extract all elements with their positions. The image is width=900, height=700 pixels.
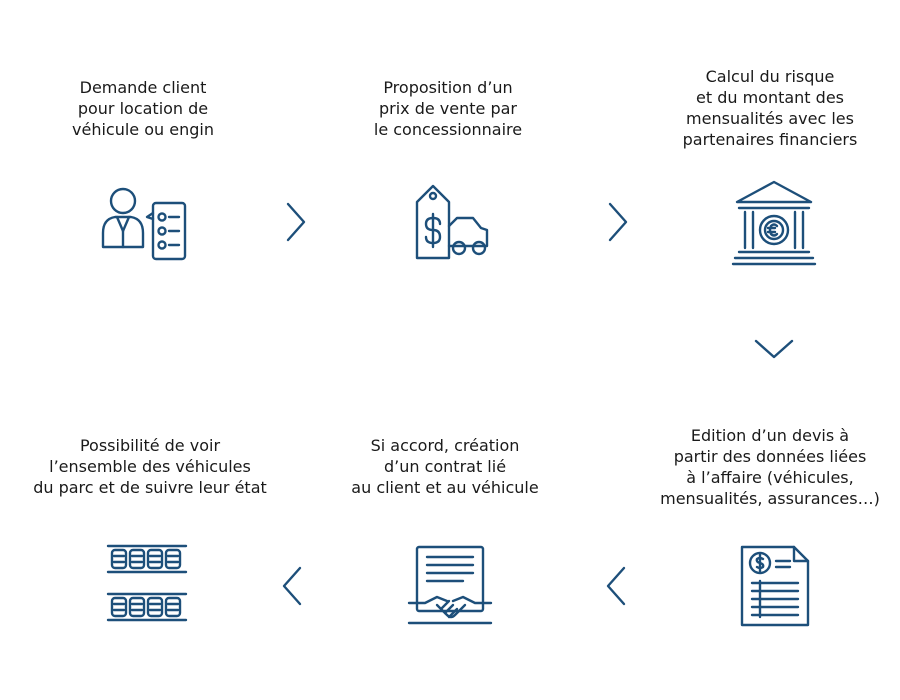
step-5-line-1: Si accord, création bbox=[370, 436, 520, 455]
step-6-line-1: Possibilité de voir bbox=[79, 436, 221, 455]
chevron-right-icon bbox=[286, 202, 306, 242]
step-5-line-2: d’un contrat lié bbox=[383, 457, 507, 476]
step-3-line-1: Calcul du risque bbox=[705, 67, 835, 86]
step-2-line-2: prix de vente par bbox=[378, 99, 517, 118]
bank-euro-icon bbox=[731, 180, 817, 266]
chevron-left-icon bbox=[282, 566, 302, 606]
step-3-text: Calcul du risque et du montant des mensu… bbox=[660, 66, 880, 150]
fleet-row-top bbox=[106, 544, 188, 574]
vehicle-fleet-icon bbox=[106, 544, 188, 622]
step-5-line-3: au client et au véhicule bbox=[351, 478, 539, 497]
step-4-line-4: mensualités, assurances…) bbox=[660, 489, 880, 508]
contract-handshake-icon bbox=[407, 545, 493, 625]
step-2-line-1: Proposition d’un bbox=[383, 78, 513, 97]
step-6-line-3: du parc et de suivre leur état bbox=[33, 478, 267, 497]
step-4-line-3: à l’affaire (véhicules, bbox=[686, 468, 854, 487]
step-6-text: Possibilité de voir l’ensemble des véhic… bbox=[10, 435, 290, 498]
step-1-text: Demande client pour location de véhicule… bbox=[43, 77, 243, 140]
fleet-row-bottom bbox=[106, 592, 188, 622]
step-1-line-1: Demande client bbox=[79, 78, 207, 97]
step-2-line-3: le concessionnaire bbox=[373, 120, 523, 139]
step-1-line-3: véhicule ou engin bbox=[72, 120, 214, 139]
step-6-line-2: l’ensemble des véhicules bbox=[49, 457, 251, 476]
chevron-down-icon bbox=[754, 339, 794, 359]
step-1-line-2: pour location de bbox=[77, 99, 209, 118]
step-3-line-4: partenaires financiers bbox=[682, 130, 858, 149]
step-4-text: Edition d’un devis à partir des données … bbox=[645, 425, 895, 509]
price-tag-car-icon bbox=[415, 184, 489, 260]
step-5-text: Si accord, création d’un contrat lié au … bbox=[330, 435, 560, 498]
step-4-line-2: partir des données liées bbox=[673, 447, 867, 466]
step-4-line-1: Edition d’un devis à bbox=[690, 426, 850, 445]
chevron-right-icon bbox=[608, 202, 628, 242]
chevron-left-icon bbox=[606, 566, 626, 606]
step-3-line-3: mensualités avec les bbox=[686, 109, 854, 128]
step-2-text: Proposition d’un prix de vente par le co… bbox=[348, 77, 548, 140]
client-request-icon bbox=[101, 187, 187, 261]
quote-document-icon bbox=[740, 545, 810, 627]
step-3-line-2: et du montant des bbox=[695, 88, 844, 107]
